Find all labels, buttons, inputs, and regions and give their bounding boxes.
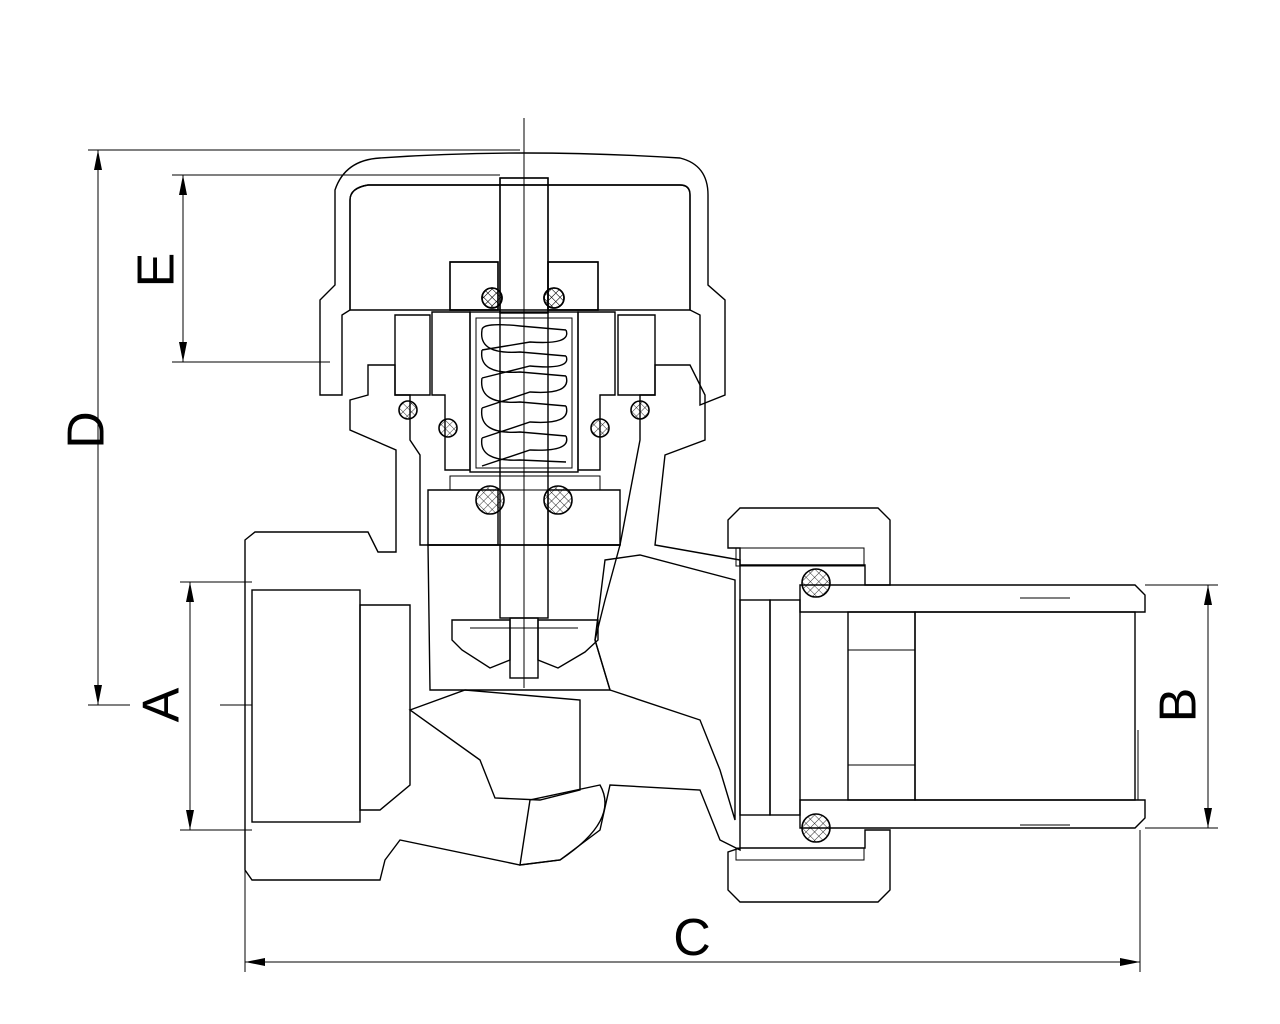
dimension-label-b: B <box>1150 688 1208 723</box>
dimension-b <box>1145 584 1218 829</box>
dimension-a <box>180 581 252 831</box>
tailpiece <box>739 584 1146 829</box>
valve-body <box>244 364 741 881</box>
dimension-label-e: E <box>128 253 186 288</box>
spring <box>481 323 568 467</box>
valve-disc <box>451 619 599 669</box>
dimension-label-c: C <box>673 909 711 967</box>
dimension-c <box>244 830 1141 972</box>
dimension-label-d: D <box>58 411 116 449</box>
union-nut <box>727 507 891 903</box>
dimension-d <box>88 149 520 706</box>
dimension-e <box>172 174 500 363</box>
bonnet-assembly <box>394 261 656 546</box>
union-o-rings <box>801 568 831 843</box>
dimension-label-a: A <box>133 687 191 722</box>
handwheel-cap <box>319 118 726 407</box>
